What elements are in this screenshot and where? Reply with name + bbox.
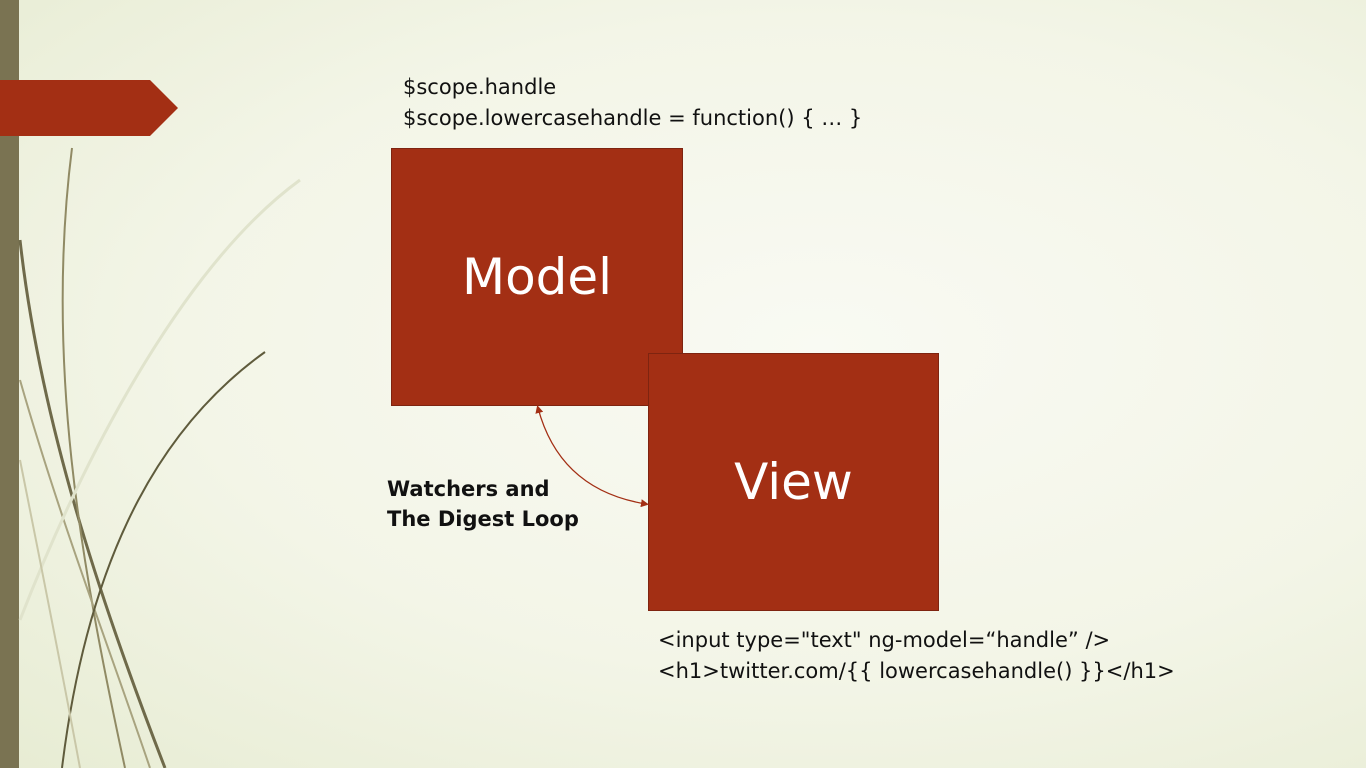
view-box: View [648, 353, 939, 611]
model-box-label: Model [461, 248, 613, 306]
model-box: Model [391, 148, 683, 406]
watchers-label-line: Watchers and [387, 477, 550, 501]
view-box-label: View [734, 453, 853, 511]
decorative-lines [18, 147, 301, 768]
view-code-snippet: <input type="text" ng-model=“handle” /> … [658, 625, 1175, 687]
watchers-label-line: The Digest Loop [387, 507, 579, 531]
model-code-snippet: $scope.handle $scope.lowercasehandle = f… [403, 72, 862, 134]
model-code-line: $scope.handle [403, 75, 557, 99]
slide-sidebar-bar [0, 0, 19, 768]
model-code-line: $scope.lowercasehandle = function() { … … [403, 106, 863, 130]
title-flag-marker [0, 80, 178, 136]
view-code-line: <h1>twitter.com/{{ lowercasehandle() }}<… [658, 659, 1175, 683]
watchers-label: Watchers and The Digest Loop [387, 474, 579, 534]
view-code-line: <input type="text" ng-model=“handle” /> [658, 628, 1111, 652]
